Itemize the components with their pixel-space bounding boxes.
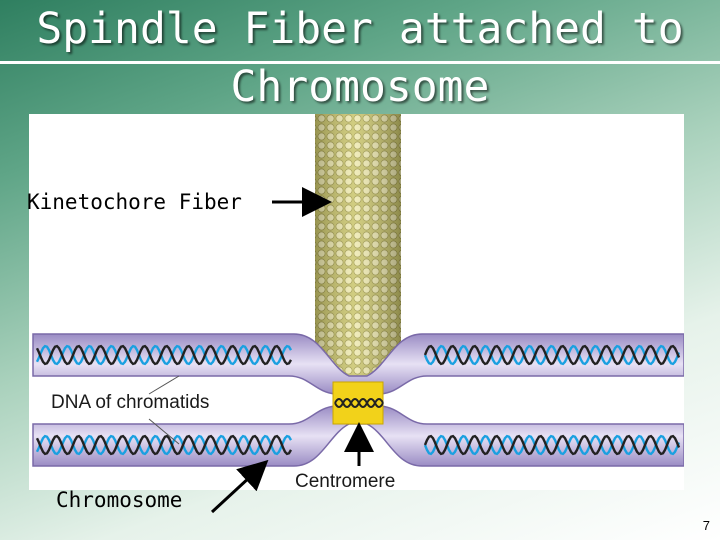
dna-strand-dark	[35, 344, 293, 366]
slide-title-line-1: Spindle Fiber attached to	[36, 4, 684, 54]
title-divider	[0, 61, 720, 64]
chromosome-arrow	[210, 459, 269, 514]
dna-leader-line-upper	[148, 375, 180, 395]
kinetochore-fiber-label: Kinetochore Fiber	[27, 190, 242, 214]
dna-helix-upper	[35, 344, 681, 366]
kinetochore-fiber	[315, 114, 401, 382]
centromere-label: Centromere	[295, 471, 395, 490]
dna-leader-line-lower	[148, 418, 180, 445]
dna-strand-dark	[423, 344, 681, 366]
dna-strand-dark	[423, 434, 681, 456]
centromere	[332, 381, 384, 425]
page-number: 7	[702, 518, 710, 533]
slide-title-line-2: Chromosome	[230, 62, 490, 112]
chromosome-label: Chromosome	[56, 488, 183, 512]
dna-of-chromatids-label: DNA of chromatids	[51, 392, 209, 413]
dna-strand-blue	[423, 344, 681, 366]
dna-strand-dark	[35, 434, 293, 456]
dna-helix-lower	[35, 434, 681, 456]
dna-strand-blue	[423, 434, 681, 456]
